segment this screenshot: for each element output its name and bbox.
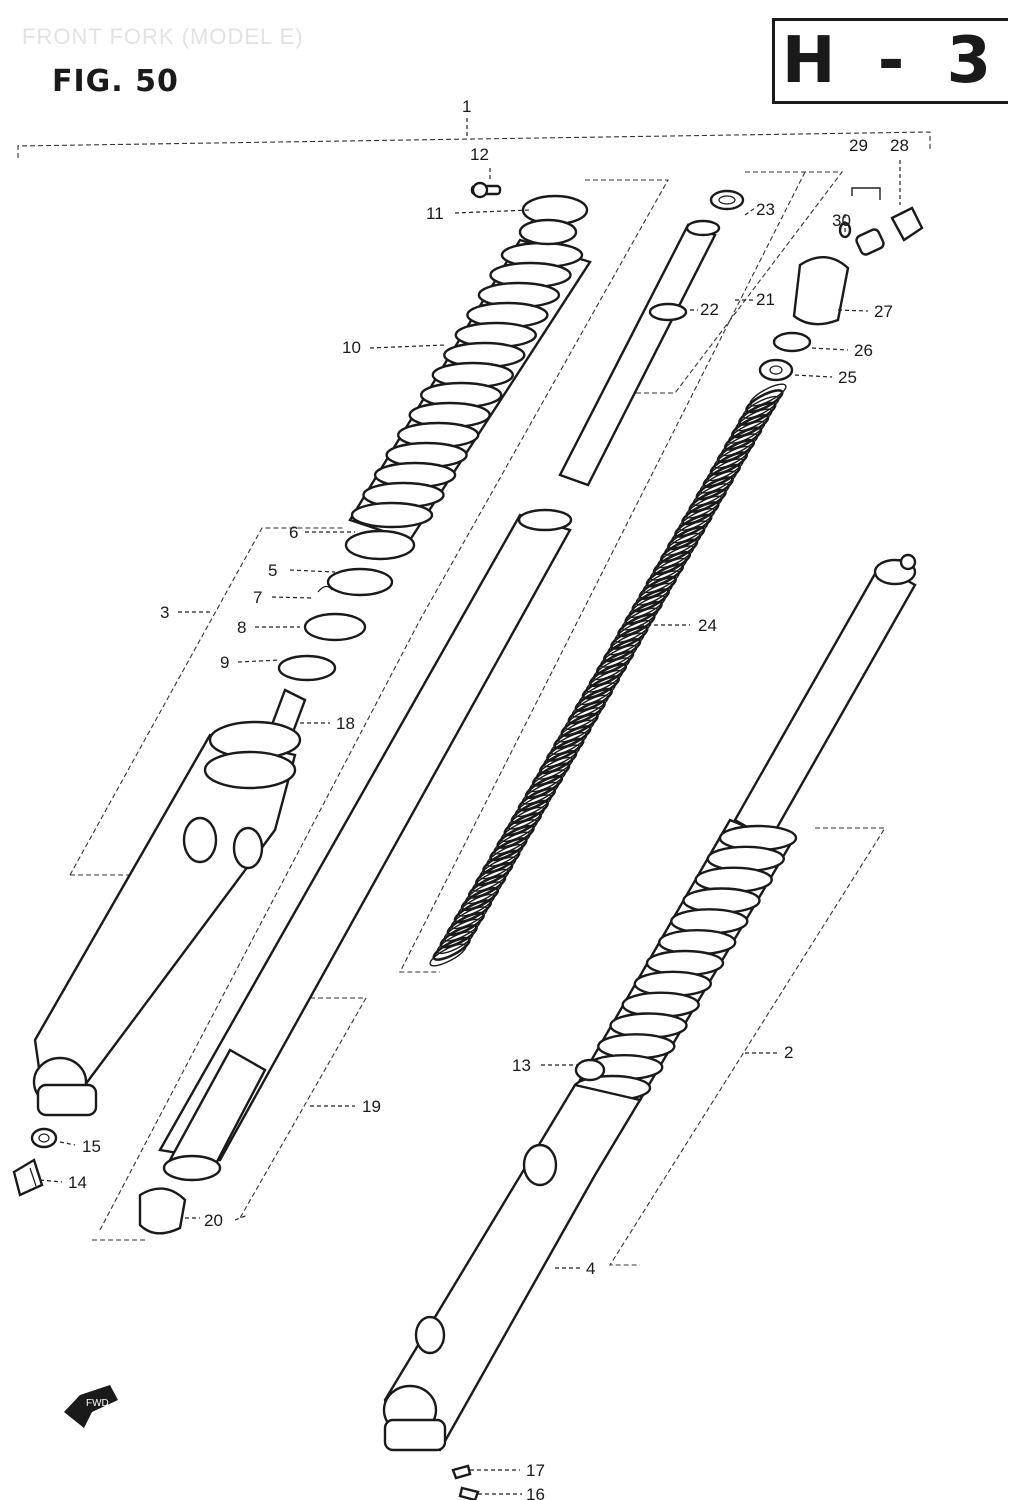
- fork-spring-24: [429, 383, 787, 967]
- drain-bolt-14: [12, 1158, 44, 1197]
- ring-23: [709, 189, 745, 211]
- callout-24: 24: [698, 616, 717, 635]
- clamp-bolt-12: [470, 181, 502, 199]
- callout-26: 26: [854, 341, 873, 360]
- callout-3: 3: [160, 603, 169, 622]
- outer-tube-left: [32, 720, 302, 1117]
- callout-30: 30: [832, 211, 851, 230]
- callout-6: 6: [289, 523, 298, 542]
- callout-28: 28: [890, 136, 909, 155]
- outer-tube-right: [733, 553, 917, 842]
- callout-4: 4: [586, 1259, 595, 1278]
- group-outline-spring: [399, 171, 806, 973]
- callout-5: 5: [268, 561, 277, 580]
- damper-cylinder-21: [558, 219, 721, 487]
- faded-title: FRONT FORK (MODEL E): [22, 24, 304, 49]
- dust-boot-left: [348, 194, 592, 542]
- callout-19: 19: [362, 1097, 381, 1116]
- callout-13: 13: [512, 1056, 531, 1075]
- group-outline-inner-tube: [99, 179, 669, 1231]
- callout-29: 29: [849, 136, 868, 155]
- callout-22: 22: [700, 300, 719, 319]
- valve-29: [855, 228, 885, 256]
- group-outline-19: [92, 997, 367, 1241]
- callout-9: 9: [220, 653, 229, 672]
- callout-20: 20: [204, 1211, 223, 1230]
- callout-16: 16: [526, 1485, 545, 1500]
- inner-tube-lower-19: [162, 1048, 267, 1182]
- callout-18: 18: [336, 714, 355, 733]
- assembly-bracket: [17, 131, 931, 158]
- group-outline-2: [609, 827, 886, 1266]
- front-arrow-icon: FWD: [64, 1385, 118, 1428]
- section-code: H - 3: [781, 24, 1002, 98]
- callout-1: 1: [462, 97, 471, 116]
- group-outline-21: [635, 171, 844, 394]
- callout-2: 2: [784, 1043, 793, 1062]
- section-code-box: H - 3: [772, 18, 1008, 104]
- oil-lock-piece-20: [138, 1187, 187, 1235]
- callout-14: 14: [68, 1173, 87, 1192]
- leader-lines: [39, 160, 901, 1495]
- callout-27: 27: [874, 302, 893, 321]
- callout-17: 17: [526, 1461, 545, 1480]
- callout-labels: 1 2 3 4 5 6 7 8 9 10 11 12 13 14 15 16 1…: [68, 97, 909, 1500]
- spring-coil: [429, 943, 467, 967]
- washer-25: [758, 358, 794, 382]
- callout-21: 21: [756, 290, 775, 309]
- air-valve-28: [890, 206, 924, 242]
- callout-10: 10: [342, 338, 361, 357]
- o-ring-26: [772, 331, 812, 353]
- dust-boot-right: [572, 818, 798, 1102]
- boot-rib: [350, 501, 434, 529]
- clamp-13: [574, 1058, 606, 1082]
- callout-12: 12: [470, 145, 489, 164]
- callout-7: 7: [253, 588, 262, 607]
- callout-15: 15: [82, 1137, 101, 1156]
- fork-leg-right-4: [382, 1083, 642, 1452]
- washer-15: [30, 1127, 58, 1149]
- callout-23: 23: [756, 200, 775, 219]
- bolt-16: [458, 1486, 480, 1500]
- bracket-29: [851, 187, 881, 200]
- fork-cap-27: [792, 256, 850, 326]
- front-arrow-text: FWD: [86, 1398, 109, 1409]
- callout-11: 11: [426, 204, 444, 223]
- oil-seal-stack: [277, 529, 416, 682]
- figure-number: FIG. 50: [52, 64, 179, 99]
- callout-25: 25: [838, 368, 857, 387]
- callout-8: 8: [237, 618, 246, 637]
- inner-tube-left: [158, 508, 573, 1162]
- screw-17: [451, 1464, 472, 1480]
